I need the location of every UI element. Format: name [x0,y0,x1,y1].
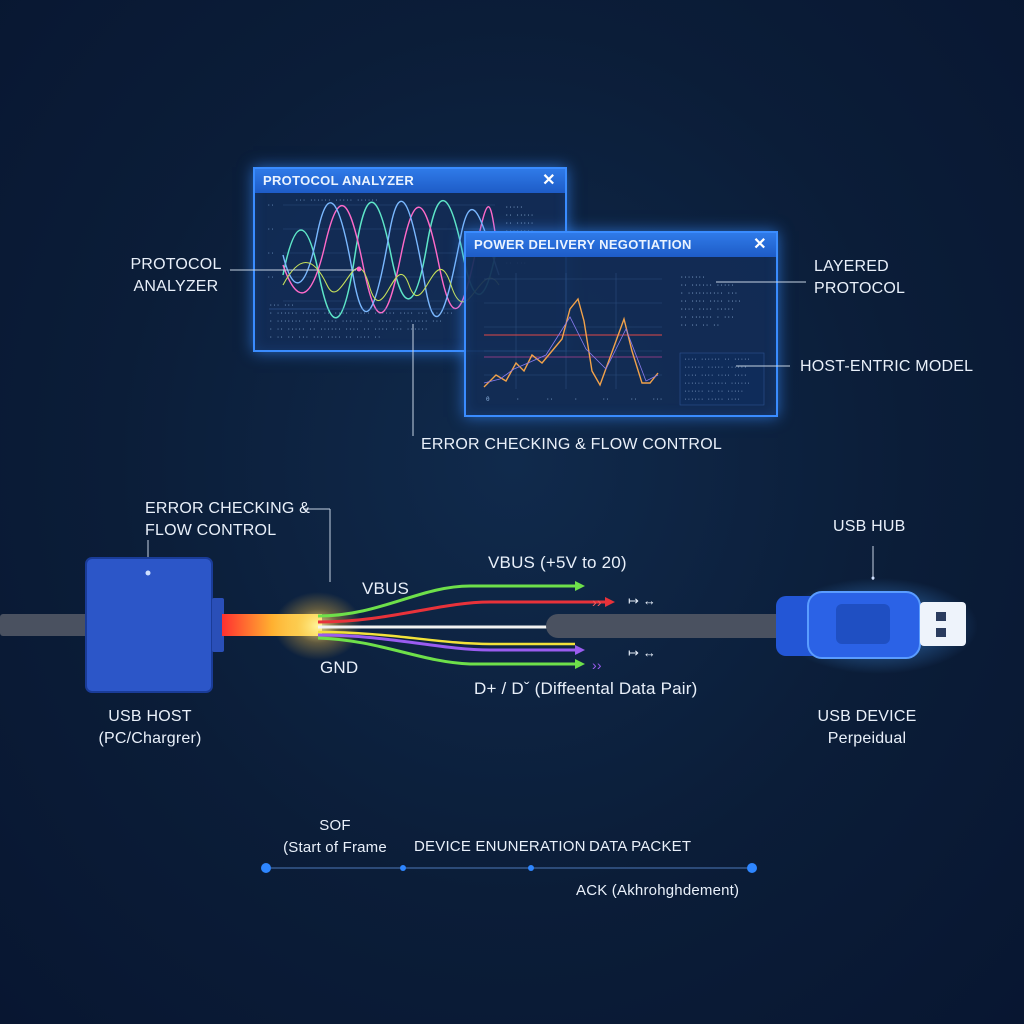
svg-text:··· ···: ··· ··· [269,302,294,309]
svg-text:0: 0 [486,396,490,403]
usb-device-subtitle: Perpeidual [827,730,907,747]
close-icon[interactable]: ✕ [753,236,767,253]
svg-text:···· ······ ·· ·····: ···· ······ ·· ····· [684,357,750,363]
double-arrows-top: ↦ ↔ [628,593,657,608]
usb-host-label: USB HOST (PC/Chargrer) [80,706,220,750]
layered-protocol-line1: LAYERED [814,258,889,275]
svg-text:···· ···· ·····: ···· ···· ····· [680,306,734,313]
packet-timeline [261,863,757,873]
protocol-analyzer-title: PROTOCOL ANALYZER [263,173,415,188]
chevrons-top: ›› [592,594,602,610]
svg-text:··: ·· [630,396,637,403]
svg-text:······ ·· ·· ·····: ······ ·· ·· ····· [684,389,744,395]
layered-protocol-callout: LAYERED PROTOCOL [814,256,905,300]
svg-text:· ·········· ···: · ·········· ··· [680,290,738,297]
svg-text:·· ······ · ···: ·· ······ · ··· [680,314,734,321]
svg-text:·· ·····: ·· ····· [505,212,534,219]
host-centric-model-callout: HOST-ENTRIC MODEL [800,358,974,375]
protocol-analyzer-callout-line2: ANALYZER [133,278,219,295]
data-green-wire [317,636,575,666]
svg-text:······ ····· ····: ······ ····· ···· [684,397,740,403]
usb-device-label: USB DEVICE Perpeidual [797,706,937,750]
usb-metal-tip [920,602,966,646]
svg-text:· ·· ····· ·· ······ ···· ··: · ·· ····· ·· ······ ···· ·· ···· ··· ··… [269,326,428,333]
error-checking-left-line1: ERROR CHECKING & [145,500,310,517]
close-icon[interactable]: ✕ [542,172,556,189]
svg-text:· ······· ···· ···· ······ ··: · ······· ···· ···· ······ ·· ···· ·· ··… [269,318,442,325]
protocol-analyzer-callout-line1: PROTOCOL [130,256,222,273]
vbus-range-label: VBUS (+5V to 20) [488,553,627,572]
usb-host-title: USB HOST [108,708,192,725]
svg-text:·: · [516,396,520,403]
svg-text:···· ···· ···· ····: ···· ···· ···· ···· [684,373,747,379]
error-checking-left-callout: ERROR CHECKING & FLOW CONTROL [145,498,310,542]
layered-protocol-line2: PROTOCOL [814,280,906,297]
power-delivery-title: POWER DELIVERY NEGOTIATION [474,237,692,252]
svg-text:·····: ····· [505,204,523,211]
error-checking-top-callout: ERROR CHECKING & FLOW CONTROL [421,436,722,453]
svg-text:· ······ ····· ·· ···· ·····: · ······ ····· ·· ···· ····· ······ ····… [269,310,453,317]
timeline-end-dot [747,863,757,873]
power-negotiation-plot: 0··· ········ ······· ·· ······ ····· · … [483,273,765,406]
protocol-analyzer-titlebar[interactable]: PROTOCOL ANALYZER ✕ [255,169,565,193]
svg-text:·······: ······· [680,274,705,281]
vbus-red-wire [317,600,605,624]
svg-text:······ ······ ······: ······ ······ ······ [684,381,750,387]
svg-text:·· ·····: ·· ····· [505,220,534,227]
svg-text:· ·· ·· ··· ··· ···· ·· ···· ·: · ·· ·· ··· ··· ···· ·· ···· ·· [269,334,381,341]
usb-cable-diagram [0,557,978,693]
sof-label: SOF (Start of Frame [280,815,390,859]
svg-text:·: · [574,396,578,403]
timeline-start-dot [261,863,271,873]
data-pair-label: D+ / Dˇ (Diffeental Data Pair) [474,679,698,698]
usb-host-box [85,557,213,693]
ack-label: ACK (Akhrohghdement) [576,882,740,899]
power-delivery-titlebar[interactable]: POWER DELIVERY NEGOTIATION ✕ [466,233,776,257]
enumeration-label: DEVICE ENUNERATION [414,838,586,855]
svg-text:·· ···· ···· ····: ·· ···· ···· ···· [680,298,741,305]
usb-host-subtitle: (PC/Chargrer) [98,730,202,747]
usb-hub-label: USB HUB [833,518,906,535]
svg-text:··: ·· [267,202,274,209]
timeline-dot [400,865,406,871]
host-callout-dot [145,570,151,576]
error-checking-left-line2: FLOW CONTROL [145,522,277,539]
vbus-green-wire [317,584,575,618]
gnd-yellow-wire [317,630,575,646]
timeline-dot [528,865,534,871]
vbus-label: VBUS [362,579,410,598]
device-cable [546,614,796,638]
svg-text:·· ······ ·····: ·· ······ ····· [680,282,734,289]
data-packet-label: DATA PACKET [589,838,692,855]
sof-line1: SOF [319,817,351,834]
svg-text:··: ·· [267,250,274,257]
svg-text:··: ·· [267,274,274,281]
svg-text:······ ····· ······: ······ ····· ······ [684,365,747,371]
svg-text:·· ·· ·· ··: ·· ·· ·· ·· [680,322,720,329]
gnd-label: GND [320,658,359,677]
sof-line2: (Start of Frame [283,839,387,856]
host-cable [0,614,90,636]
power-delivery-window: POWER DELIVERY NEGOTIATION ✕ 0··· ······… [464,231,778,417]
usb-device-title: USB DEVICE [817,708,917,725]
svg-text:··· ······ ····· ······: ··· ······ ····· ······ [295,197,378,204]
double-arrows-bottom: ↦ ↔ [628,645,657,660]
protocol-analyzer-callout: PROTOCOL ANALYZER [116,254,236,298]
svg-text:··: ·· [546,396,553,403]
svg-text:··: ·· [267,226,274,233]
data-purple-wire [317,633,575,652]
svg-text:··: ·· [602,396,609,403]
chevrons-bottom: ›› [592,657,602,673]
svg-text:···: ··· [652,396,663,403]
